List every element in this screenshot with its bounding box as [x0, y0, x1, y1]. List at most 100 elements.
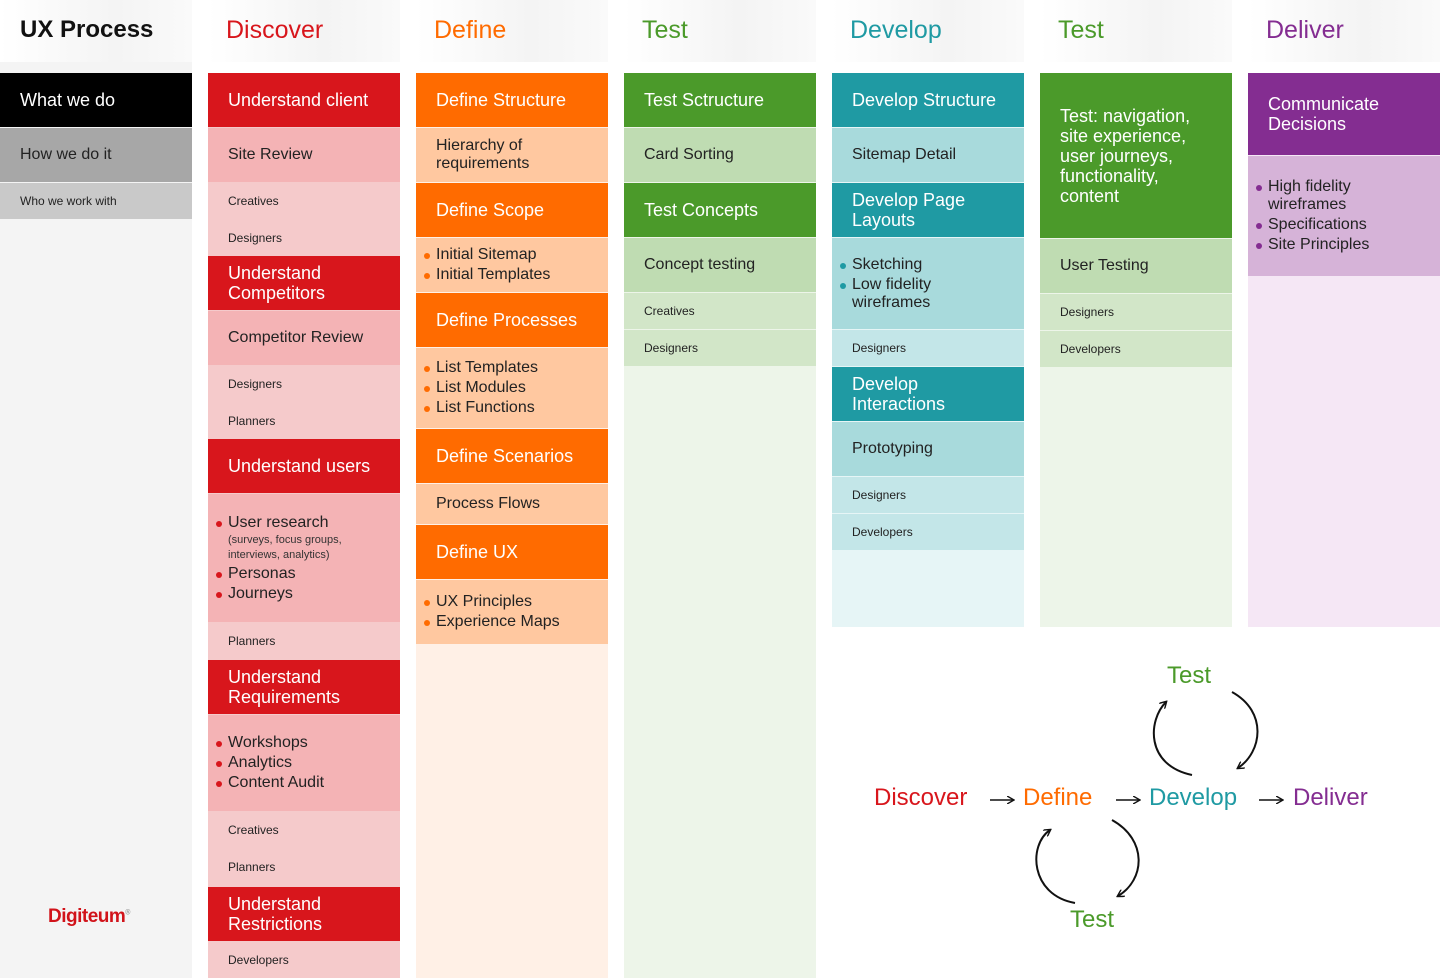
activity-header: Understand users	[208, 439, 400, 493]
role-cell: Designers	[832, 477, 1024, 513]
method-list-item: Sketching	[840, 256, 1012, 274]
method-list-item-label: Experience Maps	[436, 613, 560, 630]
flow-label-test-bottom: Test	[1070, 906, 1115, 933]
flow-label-test-top: Test	[1167, 662, 1212, 689]
method-list-item-label: List Functions	[436, 399, 535, 416]
method-list-item-label: Personas	[228, 564, 296, 582]
method-list-item: UX Principles	[424, 593, 596, 611]
column-test-2: Test Test: navigation, site experience, …	[1040, 0, 1232, 627]
method-cell: Site Review	[208, 128, 400, 182]
role-cell: Planners	[208, 623, 400, 659]
flow-label-define: Define	[1023, 784, 1093, 811]
method-cell: Sitemap Detail	[832, 128, 1024, 182]
role-cell: Planners	[208, 849, 400, 885]
method-list-item-label: List Templates	[436, 359, 538, 376]
bullet-dot-icon	[216, 520, 222, 527]
bullet-dot-icon	[1256, 223, 1262, 229]
cycle-arrow-bottom-right	[1111, 819, 1140, 896]
flow-label-discover: Discover	[874, 784, 968, 811]
role-cell: Developers	[832, 514, 1024, 550]
method-list-item-label: Initial Sitemap	[436, 246, 537, 263]
bullet-dot-icon	[216, 761, 222, 767]
bullet-dot-icon	[1256, 185, 1262, 191]
method-list-item-label: Workshops	[228, 734, 308, 751]
bullet-dot-icon	[216, 571, 222, 578]
bullet-dot-icon	[424, 273, 430, 279]
bullet-dot-icon	[424, 620, 430, 626]
column-title: Test	[624, 0, 816, 62]
role-cell: Designers	[208, 220, 400, 256]
method-list-item-label: Initial Templates	[436, 266, 551, 283]
method-cell: User Testing	[1040, 239, 1232, 293]
activity-header: Test: navigation, site experience, user …	[1040, 73, 1232, 238]
column-title: Define	[416, 0, 608, 62]
method-list-item: Initial Templates	[424, 266, 596, 284]
method-cell: Hierarchy of requirements	[416, 128, 608, 182]
bullet-dot-icon	[424, 253, 430, 259]
method-cell: Process Flows	[416, 484, 608, 524]
method-list-item: List Templates	[424, 359, 596, 377]
legend-who-we-work-with: Who we work with	[0, 183, 192, 219]
column-title: Deliver	[1248, 0, 1440, 62]
page-title: UX Process	[0, 0, 192, 62]
bullet-dot-icon	[424, 366, 430, 372]
method-list-item-label: Site Principles	[1268, 236, 1370, 253]
bullet-dot-icon	[840, 282, 846, 289]
activity-header: Understand Competitors	[208, 256, 400, 310]
method-list-item: Personas	[216, 564, 388, 583]
bullet-dot-icon	[216, 741, 222, 747]
column-title: Discover	[208, 0, 400, 62]
activity-header: Test Sctructure	[624, 73, 816, 127]
method-list-item-label: User research	[228, 513, 329, 531]
method-list-item: Initial Sitemap	[424, 246, 596, 264]
method-list-item-label: List Modules	[436, 379, 526, 396]
method-list-item-note: (surveys, focus groups, interviews, anal…	[228, 533, 342, 561]
column-title: Test	[1040, 0, 1232, 62]
activity-header: Communicate Decisions	[1248, 73, 1440, 155]
activity-header: Understand client	[208, 73, 400, 127]
activity-header: Understand Requirements	[208, 660, 400, 714]
method-list-item: User research (surveys, focus groups, int…	[216, 513, 388, 563]
method-list-item: Journeys	[216, 584, 388, 603]
role-cell: Creatives	[624, 293, 816, 329]
method-list-item-label: High fidelity wireframes	[1268, 178, 1351, 213]
cycle-arrow-top-right	[1231, 691, 1259, 768]
method-cell: Competitor Review	[208, 311, 400, 365]
method-list-item: Analytics	[216, 754, 388, 772]
activity-header: Understand Restrictions	[208, 887, 400, 941]
bullet-dot-icon	[1256, 243, 1262, 249]
legend-column: UX Process What we do How we do it Who w…	[0, 0, 192, 978]
method-list-item-label: Content Audit	[228, 774, 325, 791]
flow-label-develop: Develop	[1149, 784, 1238, 811]
activity-header: Develop Page Layouts	[832, 183, 1024, 237]
role-cell: Designers	[832, 330, 1024, 366]
bullet-dot-icon	[840, 262, 846, 269]
bullet-dot-icon	[424, 386, 430, 392]
role-cell: Designers	[624, 330, 816, 366]
method-list-item: List Modules	[424, 379, 596, 397]
method-list-item-label: UX Principles	[436, 593, 533, 610]
method-cell: Concept testing	[624, 238, 816, 292]
method-list-item: Low fidelity wireframes	[840, 275, 1012, 312]
method-list-item: Site Principles	[1256, 236, 1428, 254]
method-list-item-label: Specifications	[1268, 216, 1367, 233]
method-list-item-label: Journeys	[228, 584, 293, 602]
cycle-arrow-top-left	[1152, 702, 1193, 776]
role-cell: Designers	[1040, 294, 1232, 330]
method-cell: Prototyping	[832, 422, 1024, 476]
bullet-dot-icon	[424, 600, 430, 606]
method-list-item: Content Audit	[216, 774, 388, 792]
cycle-arrow-bottom-left	[1035, 830, 1076, 904]
method-list-item-label: Low fidelity wireframes	[852, 275, 932, 311]
